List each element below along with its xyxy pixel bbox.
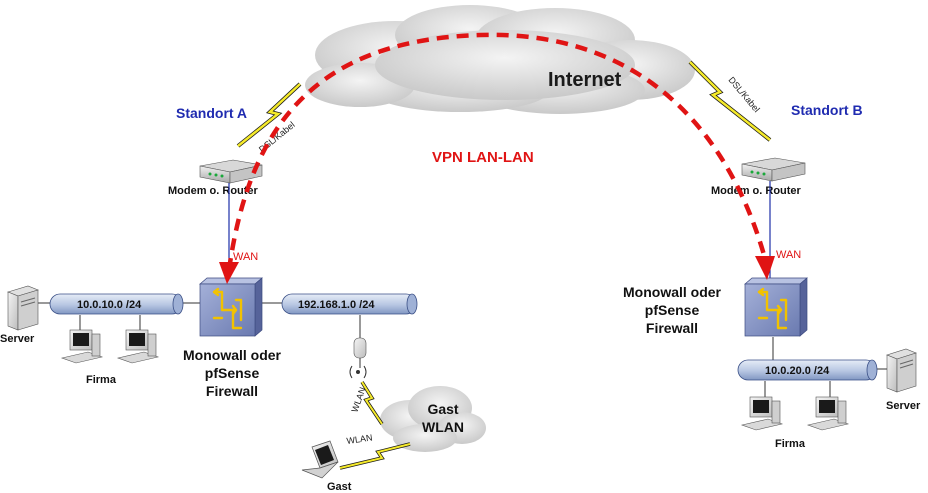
dsl-link-a: DSL/Kabel <box>236 82 302 155</box>
firewall-b-line-3: Firewall <box>646 320 698 336</box>
firewall-a-line-3: Firewall <box>206 383 258 399</box>
wlan-link-laptop: WLAN <box>339 432 411 470</box>
firewall-b <box>744 277 808 337</box>
workstation-icon <box>60 329 104 364</box>
internet-label: Internet <box>548 69 622 91</box>
guest-lan-label: 192.168.1.0 /24 <box>298 299 375 311</box>
guest-lan-tube: 192.168.1.0 /24 <box>281 293 418 315</box>
vpn-arrow-left <box>219 262 239 284</box>
wan-label-b: WAN <box>776 249 801 261</box>
wan-label-a: WAN <box>233 251 258 263</box>
guest-laptop-label: Gast <box>327 481 352 493</box>
firewall-arrows-icon <box>757 287 788 330</box>
router-b-label: Modem o. Router <box>711 185 802 197</box>
guest-cloud-line-1: Gast <box>427 401 458 417</box>
site-b-title: Standort B <box>791 102 863 118</box>
server-a-label: Server <box>0 333 35 345</box>
firewall-a-line-1: Monowall oder <box>183 347 282 363</box>
server-a-icon <box>7 285 39 331</box>
dsl-link-b: DSL/Kabel <box>688 60 772 142</box>
firewall-arrows-icon <box>212 287 243 330</box>
vpn-tunnel <box>219 32 775 284</box>
lan-a-label: 10.0.10.0 /24 <box>77 299 142 311</box>
access-point-icon <box>349 337 367 379</box>
server-b-icon <box>886 348 917 393</box>
wlan-link-ap: WLAN <box>349 381 384 425</box>
lan-b-tube: 10.0.20.0 /24 <box>737 359 878 381</box>
server-b-label: Server <box>886 400 921 412</box>
vpn-arrow-right <box>755 256 775 280</box>
firma-b-label: Firma <box>775 438 806 450</box>
firewall-a <box>199 277 263 337</box>
wlan-label-laptop: WLAN <box>346 432 373 446</box>
firewall-a-line-2: pfSense <box>205 365 260 381</box>
router-a-label: Modem o. Router <box>168 185 259 197</box>
lan-b-label: 10.0.20.0 /24 <box>765 365 830 377</box>
firewall-b-line-1: Monowall oder <box>623 284 722 300</box>
guest-cloud-line-2: WLAN <box>422 419 464 435</box>
router-b <box>741 157 806 182</box>
guest-wlan-cloud: Gast WLAN <box>380 386 486 452</box>
site-a-title: Standort A <box>176 105 247 121</box>
workstation-icon <box>116 329 160 364</box>
workstation-icon <box>806 396 850 431</box>
firewall-b-line-2: pfSense <box>645 302 700 318</box>
vpn-label: VPN LAN-LAN <box>432 149 534 166</box>
firma-a-label: Firma <box>86 374 117 386</box>
laptop-icon <box>301 440 339 479</box>
lan-a-tube: 10.0.10.0 /24 <box>49 293 184 315</box>
workstation-icon <box>740 396 784 431</box>
